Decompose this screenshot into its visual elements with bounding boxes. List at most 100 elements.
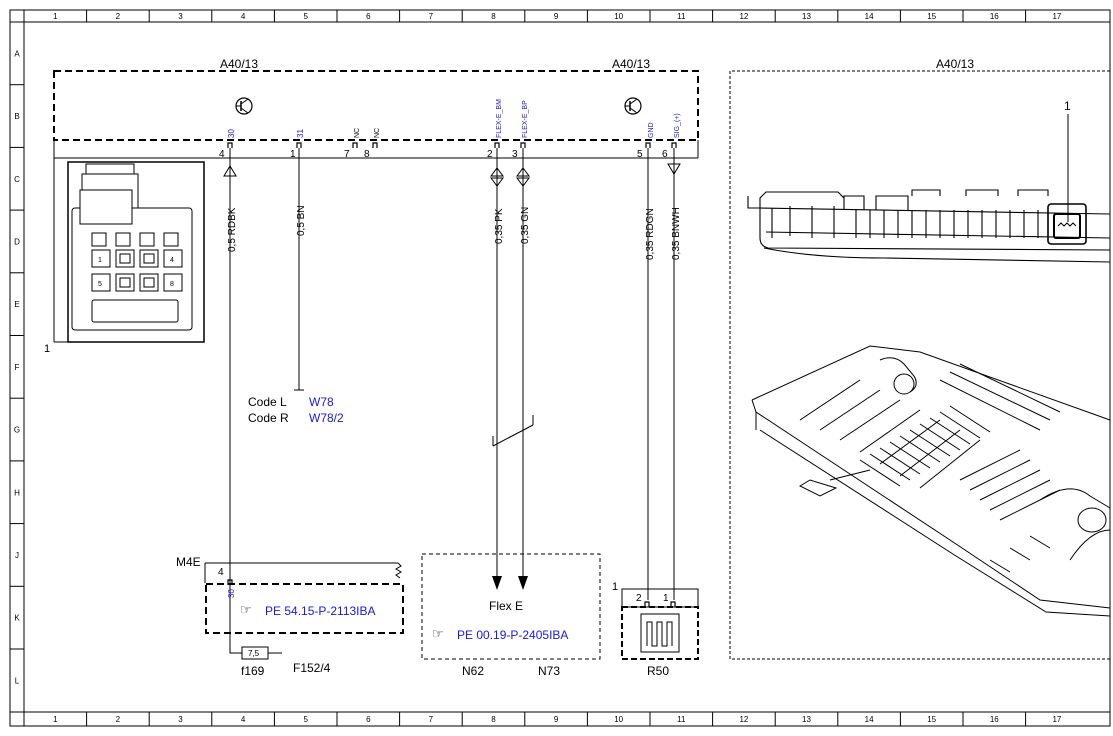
ruler-column-label: 7: [429, 12, 434, 21]
fuse-box-label: F152/4: [293, 661, 331, 675]
twisted-pair-mark: [492, 415, 534, 447]
pin-number: 3: [512, 149, 518, 160]
resistor-box: [621, 606, 699, 660]
ruler-column-label: 13: [802, 715, 811, 724]
ruler-row-label: B: [14, 112, 19, 121]
pin-label-nc2: NC: [374, 128, 381, 138]
resistor-label: R50: [647, 664, 669, 678]
ruler-column-label: 11: [677, 715, 686, 724]
wire-label-rdbk: 0,5 RDBK: [227, 207, 238, 252]
resistor-callout: 1: [612, 581, 618, 593]
pin-label-31: 31: [296, 129, 305, 138]
fuse-block-outline: [204, 562, 398, 583]
pin-number: 1: [290, 149, 296, 160]
wire-label-pk: 0,35 PK: [494, 208, 505, 244]
ruler-column-label: 9: [554, 12, 559, 21]
arrow-down-icon: [518, 576, 528, 590]
ruler-column-label: 3: [178, 12, 183, 21]
pin-label-sig: SIG_(+): [674, 113, 681, 138]
arrow-down-icon: [667, 163, 681, 175]
control-unit-label-left: A40/13: [220, 57, 258, 71]
ruler-column-label: 10: [614, 715, 623, 724]
connector-pin-number: 8: [170, 281, 174, 288]
wire-label-rdgn: 0,35 RDGN: [645, 208, 656, 260]
pin-label-nc1: NC: [354, 128, 361, 138]
ruler-row-label: L: [15, 676, 20, 685]
photo-callout: 1: [1064, 99, 1071, 113]
connector-illustration: [67, 161, 205, 343]
control-unit-label-right: A40/13: [936, 57, 974, 71]
ruler-column-label: 16: [990, 715, 999, 724]
ruler-column-label: 3: [178, 715, 183, 724]
code-l-label: Code L: [248, 395, 287, 409]
break-mark: [395, 562, 402, 579]
ruler-row-label: G: [14, 426, 20, 435]
transistor-icon: [624, 97, 642, 115]
ruler-column-label: 5: [303, 12, 308, 21]
code-l-value[interactable]: W78: [309, 395, 334, 409]
pin-label-gnd: GND: [648, 122, 655, 138]
control-unit-box: [53, 70, 699, 141]
connector-pin-number: 1: [98, 257, 102, 264]
ruler-column-label: 7: [429, 715, 434, 724]
ruler-column-label: 1: [53, 715, 58, 724]
fuse-block-label: M4E: [176, 555, 201, 569]
ruler-column-label: 16: [990, 12, 999, 21]
ruler-row-label: H: [14, 488, 20, 497]
control-unit-perspective-view: [751, 345, 1111, 617]
ruler-column-label: 6: [366, 715, 371, 724]
pin-number: 2: [487, 149, 493, 160]
transistor-icon: [235, 97, 253, 115]
arrow-down-icon: [492, 576, 502, 590]
resistor-pin-number: 2: [636, 593, 642, 604]
ruler-column-label: 4: [241, 715, 246, 724]
pin-label-flex-bm: FLEX-E_BM: [496, 99, 503, 138]
heating-element-icon: [640, 613, 680, 653]
sheet-frame: [9, 9, 1111, 727]
control-unit-label-mid: A40/13: [612, 57, 650, 71]
heating-element-icon: [646, 621, 673, 647]
ruler-column-label: 1: [53, 12, 58, 21]
ruler-row-label: K: [14, 614, 20, 623]
pin-number: 4: [219, 149, 225, 160]
flex-module-box: [421, 553, 601, 660]
resistor-pin-number: 1: [663, 593, 669, 604]
connector-callout: 1: [44, 343, 50, 355]
pin-number: 8: [364, 149, 370, 160]
ruler-column-label: 10: [614, 12, 623, 21]
ruler-column-label: 12: [739, 12, 748, 21]
fuse-reference-link[interactable]: PE 54.15-P-2113IBA: [265, 604, 376, 618]
code-r-value[interactable]: W78/2: [309, 411, 344, 425]
control-unit-side-view: [747, 189, 1111, 263]
ruler-column-label: 14: [865, 715, 874, 724]
ruler-column-label: 5: [303, 715, 308, 724]
wire-label-gn: 0,35 GN: [520, 207, 531, 244]
bidirectional-arrow-icon: [490, 167, 504, 187]
pin-label-30: 30: [227, 129, 236, 138]
ruler-column-label: 9: [554, 715, 559, 724]
pin-label-flex-bp: FLEX-E_BP: [522, 100, 529, 138]
ruler-column-label: 17: [1052, 715, 1061, 724]
connector-pin-number: 5: [98, 281, 102, 288]
ruler-row-label: J: [15, 551, 19, 560]
ruler-column-label: 11: [677, 12, 686, 21]
bidirectional-arrow-icon: [516, 167, 530, 187]
flex-reference-link[interactable]: PE 00.19-P-2405IBA: [457, 628, 568, 642]
ruler-column-label: 8: [491, 12, 496, 21]
column-ruler: 1122334455667788991010111112121313141415…: [23, 10, 1062, 726]
ruler-row-label: C: [14, 175, 20, 184]
pin-number: 7: [344, 149, 350, 160]
fuse-value: 7,5: [248, 649, 260, 658]
wire-label-bn: 0,5 BN: [296, 205, 307, 236]
ruler-column-label: 8: [491, 715, 496, 724]
ruler-row-label: F: [15, 363, 20, 372]
module-n73-label: N73: [538, 664, 560, 678]
pin-number: 5: [637, 149, 643, 160]
ruler-row-label: D: [14, 237, 20, 246]
ruler-column-label: 15: [927, 715, 936, 724]
wire-label-bnwh: 0,35 BNWH: [671, 207, 682, 260]
ruler-column-label: 14: [865, 12, 874, 21]
fuse-pin-number: 4: [218, 567, 224, 578]
